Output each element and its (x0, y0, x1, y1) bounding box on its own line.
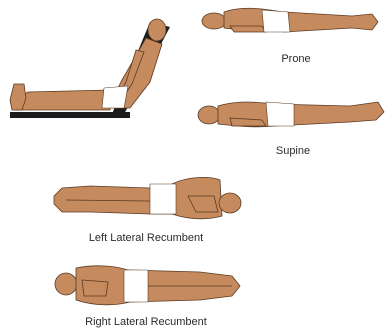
right-lateral-figure (55, 266, 240, 305)
underwear (262, 10, 290, 32)
head (219, 193, 241, 213)
arm (230, 26, 266, 32)
label-right-lateral: Right Lateral Recumbent (85, 316, 207, 328)
label-supine: Supine (276, 145, 310, 157)
bed-base (10, 112, 130, 118)
legs (16, 90, 110, 110)
head (198, 106, 220, 124)
supine-figure (198, 102, 384, 127)
label-left-lateral: Left Lateral Recumbent (89, 232, 203, 244)
left-lateral-figure (54, 177, 241, 218)
legs (284, 12, 378, 32)
head (148, 19, 166, 41)
fowlers-position-figure (10, 19, 170, 118)
underwear (150, 184, 176, 214)
arm (82, 280, 108, 296)
feet (10, 84, 26, 110)
label-prone: Prone (281, 53, 310, 65)
prone-figure (202, 8, 378, 32)
underwear (266, 102, 294, 126)
head (55, 273, 77, 295)
underwear (124, 270, 148, 302)
underwear (102, 86, 128, 108)
head (202, 13, 226, 29)
